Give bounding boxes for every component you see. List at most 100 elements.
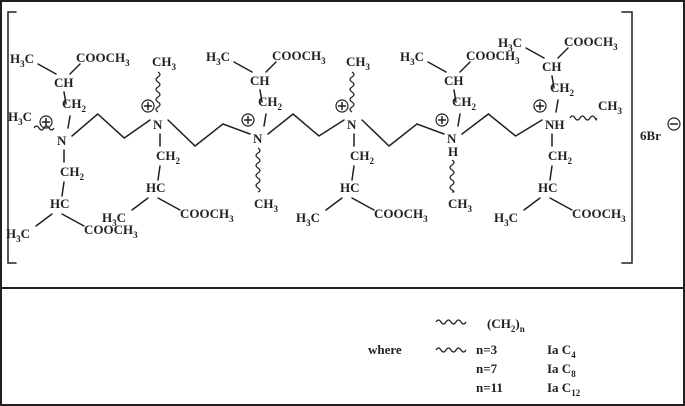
nitrogen-6-methyl-wavy xyxy=(569,115,598,121)
legend-row-compound-1: Ia C4 xyxy=(547,342,576,360)
nitrogen-5-methyl-label-part: CH xyxy=(448,196,468,211)
nitrogen-1-upper-arm-ch-me-bond xyxy=(37,63,57,75)
nitrogen-1-lower-arm-ester-label: COOCH3 xyxy=(84,222,138,240)
nitrogen-1-upper-arm-ch-label-part: CH xyxy=(54,75,74,90)
nitrogen-4-lower-arm-ch2-label-part: CH xyxy=(350,148,370,163)
nitrogen-1-upper-arm-h3c-label-part: C xyxy=(25,51,34,66)
nitrogen-4-methyl-label-part: CH xyxy=(346,54,366,69)
nitrogen-5-upper-arm-h3c-label: H3C xyxy=(400,49,424,67)
legend-row-n-2-part: n=7 xyxy=(476,361,498,376)
nitrogen-6-lower-arm-ch2-label: CH2 xyxy=(548,148,573,166)
legend-row-n-3-part: n=11 xyxy=(476,380,503,395)
ethylene-linker-1 xyxy=(71,113,151,139)
nitrogen-3-methyl-wavy xyxy=(255,147,261,193)
nitrogen-6-upper-arm-ch-ester-bond xyxy=(557,47,569,59)
nitrogen-6-upper-arm-n-ch2-bond xyxy=(555,99,559,113)
nitrogen-3-methyl-label: CH3 xyxy=(254,196,279,214)
legend-row-n-3: n=11 xyxy=(476,380,503,395)
nitrogen-6-lower-arm-ch2-ch-bond xyxy=(549,165,553,181)
nitrogen-2-lower-arm-ch-label-part: HC xyxy=(146,180,166,195)
nitrogen-2-label-part: N xyxy=(153,117,163,132)
nitrogen-2-lower-arm-ester-label-part: COOCH xyxy=(180,206,229,221)
nitrogen-4-lower-arm-ch2-label-part: 2 xyxy=(370,156,375,166)
nitrogen-5-upper-arm-ch2-label-part: CH xyxy=(452,94,472,109)
nitrogen-1-upper-arm-ch2-label-part: 2 xyxy=(82,104,87,114)
nitrogen-6-lower-arm-ch-me-bond xyxy=(523,197,541,211)
ethylene-linker-2 xyxy=(167,119,251,147)
nitrogen-1-lower-arm-h3c-label-part: C xyxy=(21,226,30,241)
legend-wavy-unit xyxy=(435,319,467,325)
nitrogen-6-upper-arm-ch2-label-part: CH xyxy=(550,80,570,95)
nitrogen-1-charge xyxy=(39,115,53,129)
nitrogen-6-upper-arm-ester-label: COOCH3 xyxy=(564,34,618,52)
nitrogen-6-upper-arm-ch-label-part: CH xyxy=(542,59,562,74)
nitrogen-1-upper-arm-ch-label: CH xyxy=(54,75,74,90)
nitrogen-1-lower-arm-ch2-label-part: 2 xyxy=(80,172,85,182)
legend-row-compound-2: Ia C8 xyxy=(547,361,576,379)
nitrogen-6-upper-arm-ch-label: CH xyxy=(542,59,562,74)
nitrogen-2-methyl-label-part: CH xyxy=(152,54,172,69)
legend-row-compound-1-part: Ia C xyxy=(547,342,571,357)
nitrogen-3-upper-arm-h3c-label-part: H xyxy=(206,49,216,64)
ethylene-linker-5 xyxy=(461,113,543,137)
nitrogen-1-lower-arm-ester-label-part: 3 xyxy=(133,230,138,240)
nitrogen-5-upper-arm-ester-label-part: COOCH xyxy=(466,48,515,63)
nitrogen-5-label: N xyxy=(447,131,457,146)
nitrogen-6-upper-arm-ch2-label: CH2 xyxy=(550,80,575,98)
nitrogen-1-lower-arm-h3c-label-part: H xyxy=(6,226,16,241)
nitrogen-2-lower-arm-h3c-label: H3C xyxy=(102,210,126,228)
nitrogen-4-lower-arm-h3c-label: H3C xyxy=(296,210,320,228)
nitrogen-2-methyl-wavy xyxy=(155,71,161,113)
nitrogen-6-lower-arm-ch-ester-bond xyxy=(549,197,573,211)
nitrogen-4-lower-arm-ch-me-bond xyxy=(325,197,343,211)
nitrogen-5-upper-arm-h3c-label-part: C xyxy=(415,49,424,64)
nitrogen-6-upper-arm-h3c-label-part: C xyxy=(513,35,522,50)
legend-row-compound-2-part: Ia C xyxy=(547,361,571,376)
nitrogen-6-upper-arm-ch-me-bond xyxy=(525,47,545,59)
nitrogen-2-charge xyxy=(141,99,155,113)
nitrogen-1-lower-arm-ch2-label: CH2 xyxy=(60,164,85,182)
legend-unit-label-part: n xyxy=(520,324,525,334)
nitrogen-4-methyl-label-part: 3 xyxy=(366,62,371,72)
ethylene-linker-3 xyxy=(267,113,345,137)
nitrogen-1-label: N xyxy=(57,133,67,148)
nitrogen-5-upper-arm-ester-label-part: 3 xyxy=(515,56,520,66)
nitrogen-4-methyl-wavy xyxy=(349,71,355,113)
nitrogen-3-charge xyxy=(241,113,255,127)
nitrogen-6-methyl-label-part: 3 xyxy=(618,106,623,116)
nitrogen-6-lower-arm-ester-label-part: COOCH xyxy=(572,206,621,221)
counterion-charge xyxy=(667,117,681,131)
nitrogen-5-charge xyxy=(435,113,449,127)
nitrogen-2-lower-arm-h3c-label-part: H xyxy=(102,210,112,225)
nitrogen-1-upper-arm-ch-ester-bond xyxy=(69,63,81,75)
nitrogen-1-upper-arm-h3c-label-part: 3 xyxy=(20,59,25,69)
nitrogen-5-upper-arm-ch2-ch-bond xyxy=(453,89,457,103)
nitrogen-4-lower-arm-ch-ester-bond xyxy=(351,197,375,211)
nitrogen-6-upper-arm-ch2-label-part: 2 xyxy=(570,88,575,98)
nitrogen-2-label: N xyxy=(153,117,163,132)
nitrogen-5-upper-arm-ch-label: CH xyxy=(444,73,464,88)
nitrogen-3-label: N xyxy=(253,131,263,146)
nitrogen-3-upper-arm-ch2-label-part: 2 xyxy=(278,102,283,112)
nitrogen-1-upper-arm-n-ch2-bond xyxy=(67,115,71,129)
nitrogen-2-lower-arm-ch-me-bond xyxy=(131,197,149,211)
legend-row-compound-3: Ia C12 xyxy=(547,380,581,398)
nitrogen-3-upper-arm-ch2-label-part: CH xyxy=(258,94,278,109)
nitrogen-6-lower-arm-ch-label: HC xyxy=(538,180,558,195)
nitrogen-5-h-label-part: H xyxy=(448,144,458,159)
nitrogen-6-label-part: NH xyxy=(545,117,565,132)
nitrogen-1-label-part: N xyxy=(57,133,67,148)
nitrogen-2-lower-arm-ch-label: HC xyxy=(146,180,166,195)
nitrogen-3-upper-arm-ch-ester-bond xyxy=(265,61,277,73)
nitrogen-1-upper-arm-ch2-label-part: CH xyxy=(62,96,82,111)
nitrogen-6-lower-arm-h3c-label-part: H xyxy=(494,210,504,225)
nitrogen-4-lower-arm-ester-label-part: COOCH xyxy=(374,206,423,221)
counterion-label-part: 6Br xyxy=(640,128,661,143)
nitrogen-4-lower-arm-ch2-label: CH2 xyxy=(350,148,375,166)
nitrogen-1-lower-arm-ester-label-part: COOCH xyxy=(84,222,133,237)
nitrogen-3-upper-arm-ch2-label: CH2 xyxy=(258,94,283,112)
nitrogen-1-methyl-label-part: 3 xyxy=(18,117,23,127)
nitrogen-2-lower-arm-ch2-label-part: 2 xyxy=(176,156,181,166)
